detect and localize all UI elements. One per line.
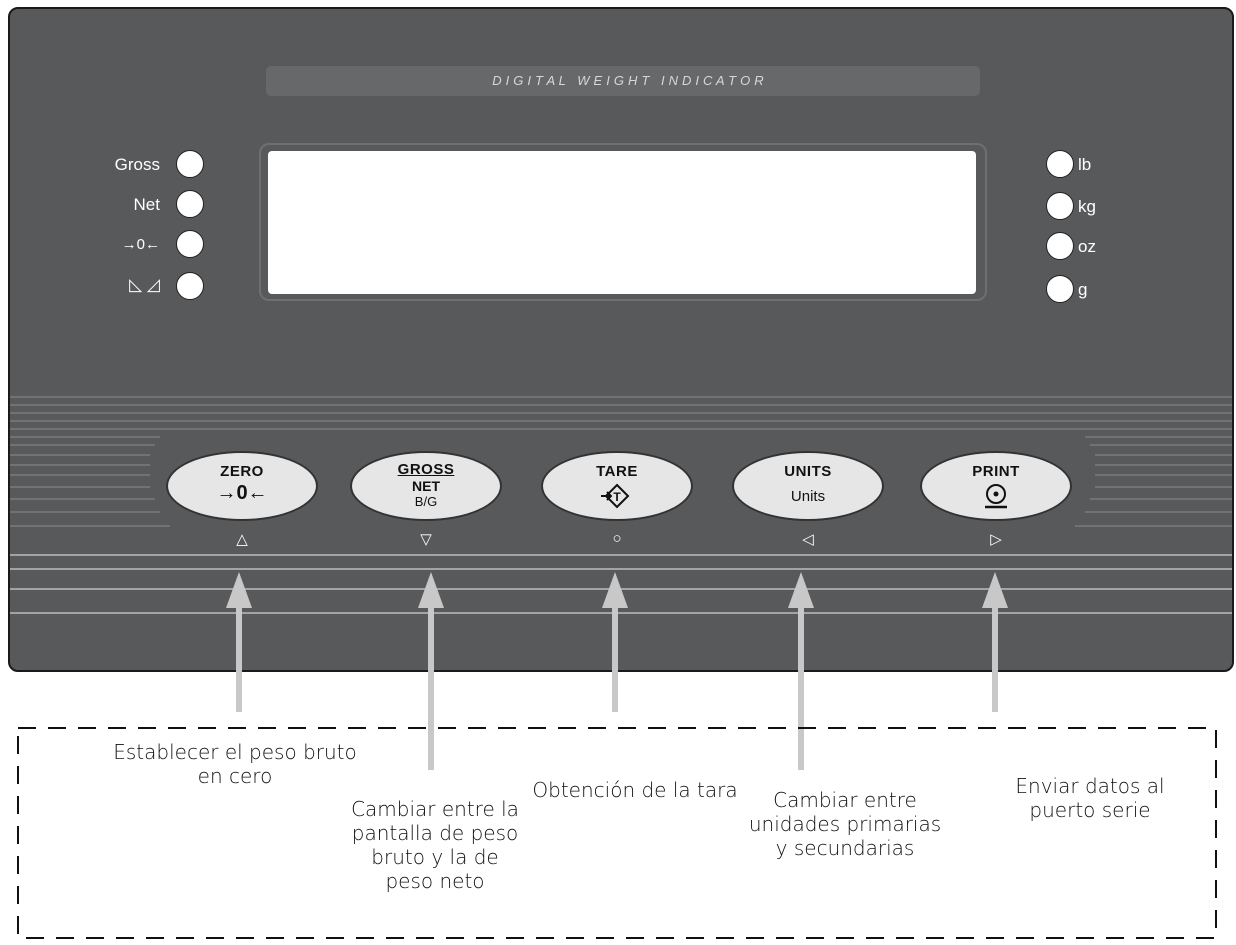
net-indicator-led [176, 190, 204, 218]
oz-indicator-label: oz [1078, 237, 1096, 256]
down-nav-icon: ▽ [420, 531, 432, 548]
zero-pointer-shaft [236, 604, 242, 712]
weight-display [268, 151, 976, 294]
lb-indicator-led [1046, 150, 1074, 178]
zero-icon: →0← [216, 482, 268, 504]
kg-indicator-led [1046, 192, 1074, 220]
print-pointer-head [982, 572, 1008, 608]
units-key[interactable]: UNITS Units [732, 451, 884, 521]
oz-indicator-led [1046, 232, 1074, 260]
g-indicator-label: g [1078, 280, 1088, 299]
gross-indicator-led [176, 150, 204, 178]
center-zero-indicator-label: →0← [121, 236, 160, 253]
units-pointer-head [788, 572, 814, 608]
enter-nav-icon: ○ [612, 530, 622, 547]
units-callout: Cambiar entre unidades primarias y secun… [748, 788, 942, 860]
motion-indicator-icon: ◺ ◿ [129, 275, 160, 294]
g-indicator-led [1046, 275, 1074, 303]
gross-net-callout: Cambiar entre la pantalla de peso bruto … [351, 797, 519, 893]
zero-key[interactable]: ZERO →0← [166, 451, 318, 521]
print-callout: Enviar datos al puerto serie [1015, 774, 1165, 822]
indicator-front-panel: D I G I T A L W E I G H T I N D I C A T … [8, 7, 1234, 672]
tare-pointer-head [602, 572, 628, 608]
lb-indicator-label: lb [1078, 155, 1092, 174]
kg-indicator-label: kg [1078, 197, 1096, 216]
tare-key[interactable]: TARE T [541, 451, 693, 521]
print-icon [922, 482, 1070, 516]
tare-pointer-shaft [612, 604, 618, 712]
print-key[interactable]: PRINT [920, 451, 1072, 521]
panel-title-strip: D I G I T A L W E I G H T I N D I C A T … [266, 66, 980, 96]
svg-text:T: T [613, 490, 621, 504]
gross-net-pointer-head [418, 572, 444, 608]
display-frame [259, 143, 987, 301]
tare-icon: T [543, 482, 691, 516]
zero-pointer-head [226, 572, 252, 608]
net-indicator-label: Net [133, 195, 160, 214]
right-nav-icon: ▷ [990, 531, 1002, 548]
tare-callout: Obtención de la tara [532, 778, 738, 802]
up-nav-icon: △ [236, 531, 248, 548]
units-pointer-shaft [798, 604, 804, 770]
callout-dashed-frame [17, 727, 1217, 939]
center-zero-indicator-led [176, 230, 204, 258]
gross-net-key[interactable]: GROSS NET B/G [350, 451, 502, 521]
gross-net-pointer-shaft [428, 604, 434, 770]
motion-indicator-led [176, 272, 204, 300]
zero-callout: Establecer el peso bruto en cero [113, 740, 357, 788]
left-nav-icon: ◁ [802, 531, 814, 548]
panel-stripes [10, 396, 1232, 614]
print-pointer-shaft [992, 604, 998, 712]
gross-indicator-label: Gross [114, 155, 160, 174]
